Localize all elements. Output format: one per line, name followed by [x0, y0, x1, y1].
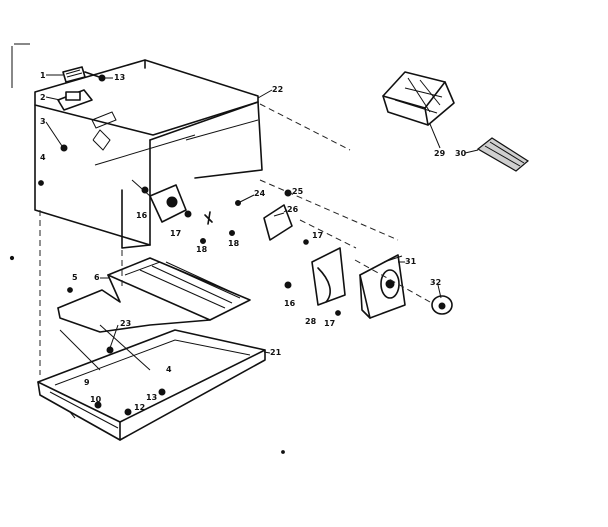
callout-13: 13 [114, 73, 125, 82]
callout-29: 29 [434, 149, 446, 158]
basket-and-grill [382, 71, 530, 172]
callout-1: 1 [40, 71, 46, 80]
callout-4: 4 [166, 365, 172, 374]
callout-4: 4 [40, 153, 46, 162]
callout-23: 23 [120, 319, 131, 328]
callout-9: 9 [84, 378, 90, 387]
callout-16: 16 [284, 299, 296, 308]
alignment-lines [39, 103, 431, 375]
callout-5: 5 [72, 273, 78, 282]
callout-17: 17 [324, 319, 335, 328]
callout-18: 18 [228, 239, 240, 248]
callout-30: 30 [455, 149, 467, 158]
damper-parts [235, 189, 309, 245]
leader-lines [45, 74, 479, 354]
callout-28: 28 [305, 317, 317, 326]
border-marks [9, 43, 285, 454]
callout-2: 2 [40, 93, 46, 102]
callout-25: 25 [292, 187, 304, 196]
callout-24: 24 [254, 189, 266, 198]
callout-6: 6 [94, 273, 100, 282]
fan-shroud [284, 247, 453, 319]
callout-10: 10 [90, 395, 102, 404]
callout-18: 18 [196, 245, 208, 254]
callout-21: 21 [270, 348, 282, 357]
callout-31: 31 [405, 257, 417, 266]
callout-12: 12 [134, 403, 145, 412]
callout-3: 3 [40, 117, 46, 126]
front-small-parts [38, 66, 106, 186]
callout-17: 17 [312, 231, 323, 240]
housing-box [34, 59, 263, 249]
callout-16: 16 [136, 211, 148, 220]
motor-bracket [131, 179, 235, 244]
callout-17: 17 [170, 229, 181, 238]
callout-26: 26 [287, 205, 299, 214]
evaporator-shelf [57, 257, 251, 333]
callout-32: 32 [430, 278, 441, 287]
drain-pan [37, 324, 266, 441]
callout-labels: 1 2 3 4 22 13 29 30 24 25 26 17 16 17 18… [40, 71, 467, 412]
callout-22: 22 [272, 85, 283, 94]
callout-13: 13 [146, 393, 157, 402]
